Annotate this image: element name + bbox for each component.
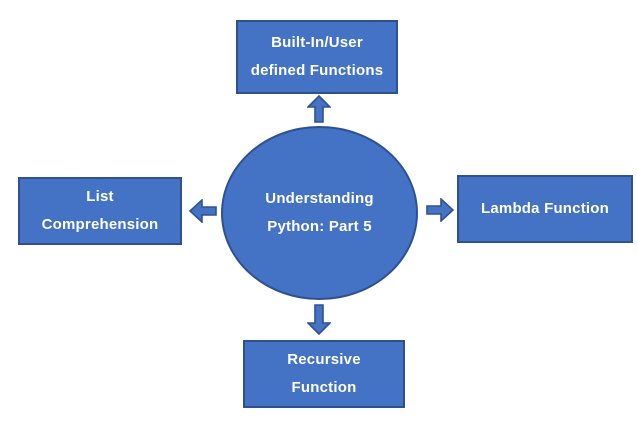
down-arrow-icon: [307, 304, 331, 335]
node-recursive-function: Recursive Function: [243, 340, 405, 408]
right-arrow-icon: [426, 198, 454, 222]
node-label-bottom: Recursive Function: [287, 350, 361, 397]
node-center-understanding-python-part-5: Understanding Python: Part 5: [221, 126, 418, 300]
node-label-center: Understanding Python: Part 5: [265, 189, 374, 236]
node-lambda-function: Lambda Function: [457, 175, 633, 243]
node-list-comprehension: List Comprehension: [18, 177, 182, 245]
node-label-left: List Comprehension: [41, 187, 159, 234]
left-arrow-icon: [189, 199, 217, 223]
node-label-right: Lambda Function: [481, 199, 609, 217]
node-label-top: Built-In/User defined Functions: [250, 33, 384, 80]
up-arrow-icon: [307, 95, 331, 123]
node-built-in-user-defined-functions: Built-In/User defined Functions: [236, 20, 398, 94]
